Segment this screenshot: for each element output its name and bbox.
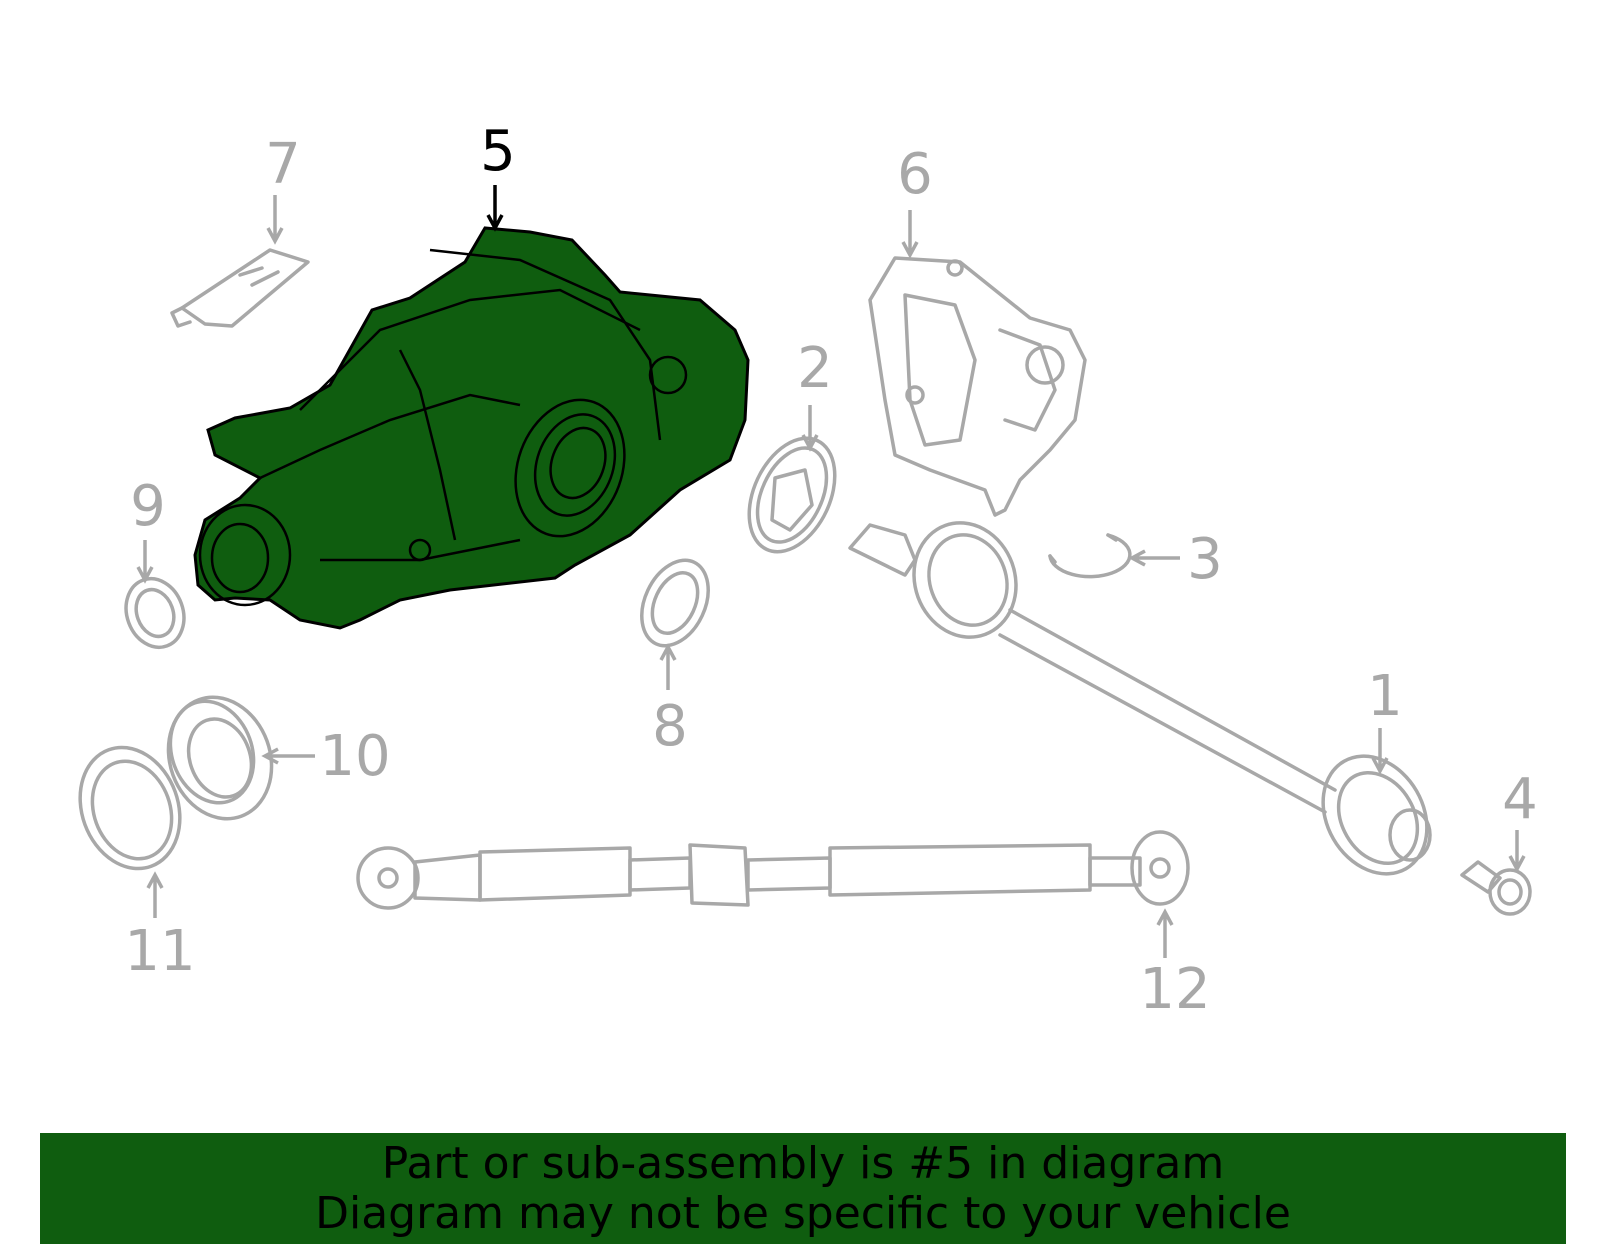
callout-8[interactable]: 8 [652,694,688,759]
callout-3[interactable]: 3 [1187,527,1223,592]
callout-10[interactable]: 10 [319,724,390,789]
callout-1[interactable]: 1 [1367,664,1403,729]
info-banner: Part or sub-assembly is #5 in diagram Di… [40,1133,1566,1244]
banner-line-2: Diagram may not be specific to your vehi… [315,1187,1291,1239]
part-12-drive-shaft[interactable] [356,830,1190,910]
differential-housing [193,226,750,630]
part-3-snap-ring[interactable] [1048,533,1132,579]
callout-9[interactable]: 9 [130,474,166,539]
callout-6[interactable]: 6 [897,142,933,207]
part-2-washer[interactable] [732,425,852,566]
part-5-differential-assembly[interactable] [193,226,750,630]
part-7-sealant-tube[interactable] [170,248,310,328]
callout-12[interactable]: 12 [1139,957,1210,1022]
banner-line-1: Part or sub-assembly is #5 in diagram [381,1137,1225,1189]
callout-4[interactable]: 4 [1502,767,1538,832]
leader-arrows [136,185,1526,958]
part-4-bolt[interactable] [1460,860,1532,916]
callout-7[interactable]: 7 [265,132,301,197]
part-1-axle-shaft[interactable] [848,508,1448,892]
callout-11[interactable]: 11 [124,919,195,984]
part-8-seal[interactable] [629,550,721,657]
part-11-shim[interactable] [64,733,197,882]
callout-5[interactable]: 5 [480,119,516,184]
part-9-seal[interactable] [117,571,194,656]
part-10-bearing[interactable] [152,683,288,834]
parts-diagram: 5 7 6 2 3 9 8 10 11 1 4 12 [64,119,1538,1022]
callout-2[interactable]: 2 [797,336,833,401]
part-6-differential-cover[interactable] [868,256,1087,517]
